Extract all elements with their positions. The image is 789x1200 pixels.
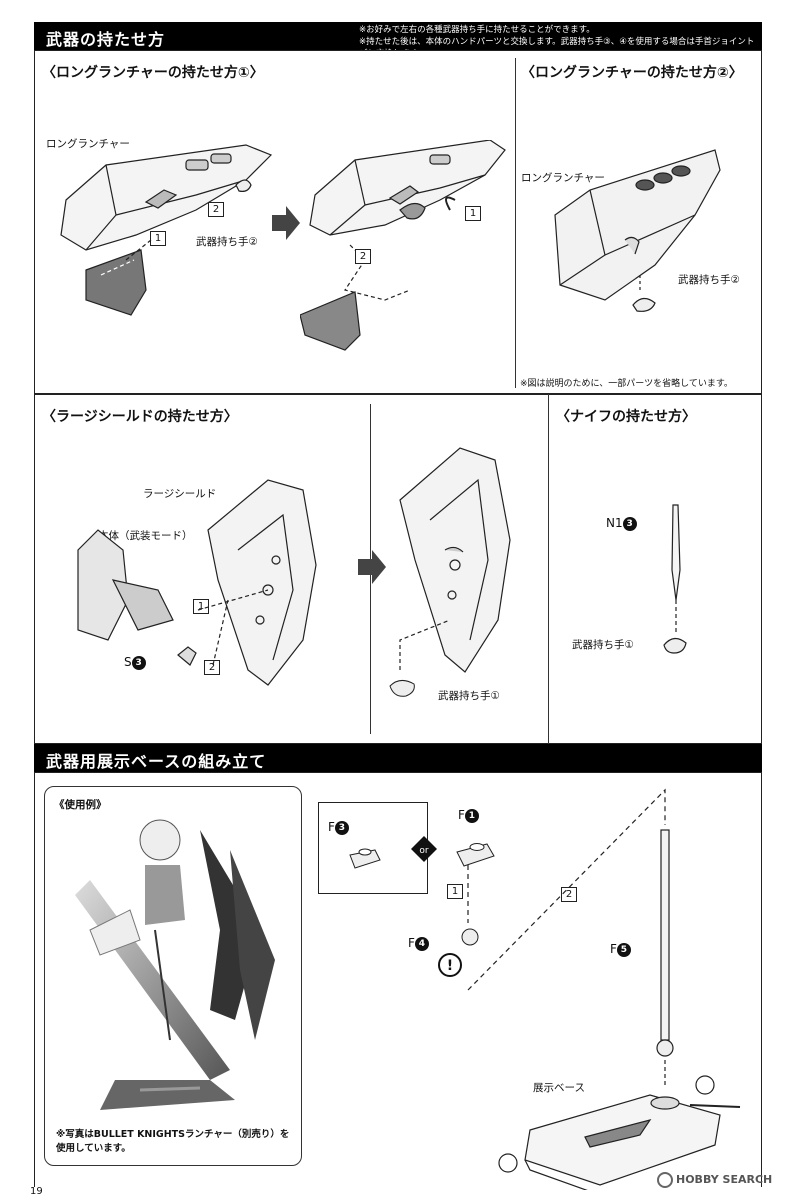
- part-number-f5: 5: [616, 942, 631, 957]
- part-letter-n1: N1: [606, 516, 623, 530]
- label-large-shield: ラージシールド: [143, 488, 217, 500]
- display-base-illustration: [498, 1075, 741, 1190]
- large-shield-illustration-2: [399, 447, 511, 673]
- part-letter-f1: F: [458, 808, 465, 822]
- section-title-knife: 〈ナイフの持たせ方〉: [556, 409, 696, 425]
- section-title-large-shield: 〈ラージシールドの持たせ方〉: [42, 409, 238, 425]
- assembly-guide-lines: [467, 788, 666, 991]
- photo-caption-line-1: ※写真はBULLET KNIGHTSランチャー（別売り）を: [56, 1129, 290, 1140]
- page-number: 19: [30, 1186, 43, 1197]
- panel-shield-knife: [34, 394, 762, 744]
- label-long-launcher-2: ロングランチャー: [521, 172, 605, 184]
- watermark-text: HOBBY SEARCH: [657, 1172, 772, 1188]
- large-shield-illustration-1: [77, 479, 317, 686]
- section-header-display-base: 武器用展示ベースの組み立て: [34, 744, 762, 772]
- label-weapon-hand-2b: 武器持ち手②: [678, 274, 740, 286]
- step-2-badge: 2: [208, 202, 224, 217]
- section-header-weapons: 武器の持たせ方 ※お好みで左右の各種武器持ち手に持たせることができます。 ※持た…: [34, 22, 762, 59]
- swap-diamond-icon: or: [411, 836, 437, 862]
- svg-text:or: or: [419, 846, 429, 856]
- note-omitted-parts: ※図は説明のために、一部パーツを省略しています。: [520, 379, 733, 389]
- panel-display-base: [34, 772, 762, 1187]
- page-title: 武器の持たせ方: [46, 30, 166, 49]
- part-number-n1: 3: [622, 516, 637, 531]
- label-long-launcher: ロングランチャー: [46, 138, 130, 150]
- part-letter-f5: F: [610, 942, 617, 956]
- part-f1-illustration: [456, 843, 495, 867]
- usage-example-photo: [75, 819, 275, 1110]
- display-base-title: 武器用展示ベースの組み立て: [46, 752, 267, 771]
- watermark-label: HOBBY SEARCH: [676, 1173, 773, 1186]
- note-line-1: ※お好みで左右の各種武器持ち手に持たせることができます。: [359, 25, 595, 35]
- part-letter-f3: F: [328, 820, 335, 834]
- knife-illustration: [663, 504, 687, 654]
- panel-long-launcher: [34, 50, 762, 394]
- part-number-s: 3: [131, 655, 146, 670]
- step-1-badge-b: 1: [465, 206, 481, 221]
- step-2-badge-b: 2: [355, 249, 371, 264]
- usage-example-label: 《使用例》: [54, 799, 107, 811]
- svg-text:!: !: [447, 958, 453, 974]
- weapon-hand-1-icon: [389, 680, 415, 697]
- long-launcher-illustration-2: [300, 140, 506, 351]
- watermark-logo-icon: [657, 1172, 673, 1188]
- part-number-f1: 1: [464, 808, 479, 823]
- part-f4-illustration: [461, 928, 479, 946]
- step-1-badge: 1: [150, 231, 166, 246]
- label-body-armed-mode: 本体（武装モード）: [98, 530, 193, 542]
- part-f5-rod-illustration: [656, 829, 674, 1086]
- part-letter-s: S: [124, 655, 132, 669]
- part-f3-illustration: [349, 848, 381, 869]
- shield-step-1: 1: [193, 599, 209, 614]
- part-number-f3: 3: [334, 820, 349, 835]
- section-title-long-launcher-1: 〈ロングランチャーの持たせ方①〉: [42, 65, 264, 81]
- section-title-long-launcher-2: 〈ロングランチャーの持たせ方②〉: [521, 65, 743, 81]
- part-letter-f4: F: [408, 936, 415, 950]
- caution-icon: !: [438, 953, 462, 977]
- divider-shield-knife: [548, 394, 549, 744]
- label-display-base: 展示ベース: [533, 1082, 585, 1094]
- shield-step-2: 2: [204, 660, 220, 675]
- usage-example-box: [44, 786, 302, 1166]
- header-notes: ※お好みで左右の各種武器持ち手に持たせることができます。 ※持たせた後は、本体の…: [359, 24, 762, 60]
- part-number-f4: 4: [414, 936, 429, 951]
- base-step-1: 1: [447, 884, 463, 899]
- long-launcher-illustration-1: [60, 144, 273, 316]
- label-weapon-hand-2: 武器持ち手②: [196, 236, 258, 248]
- divider: [515, 58, 516, 388]
- long-launcher-illustration-3: [554, 149, 721, 312]
- label-weapon-hand-1: 武器持ち手①: [438, 690, 500, 702]
- note-line-2: ※持たせた後は、本体のハンドパーツと交換します。武器持ち手③、④を使用する場合は…: [359, 37, 755, 59]
- next-arrow-icon-2: [358, 550, 386, 584]
- label-knife-hand-1: 武器持ち手①: [572, 639, 634, 651]
- next-arrow-icon: [272, 206, 300, 240]
- photo-caption-line-2: 使用しています。: [56, 1143, 131, 1154]
